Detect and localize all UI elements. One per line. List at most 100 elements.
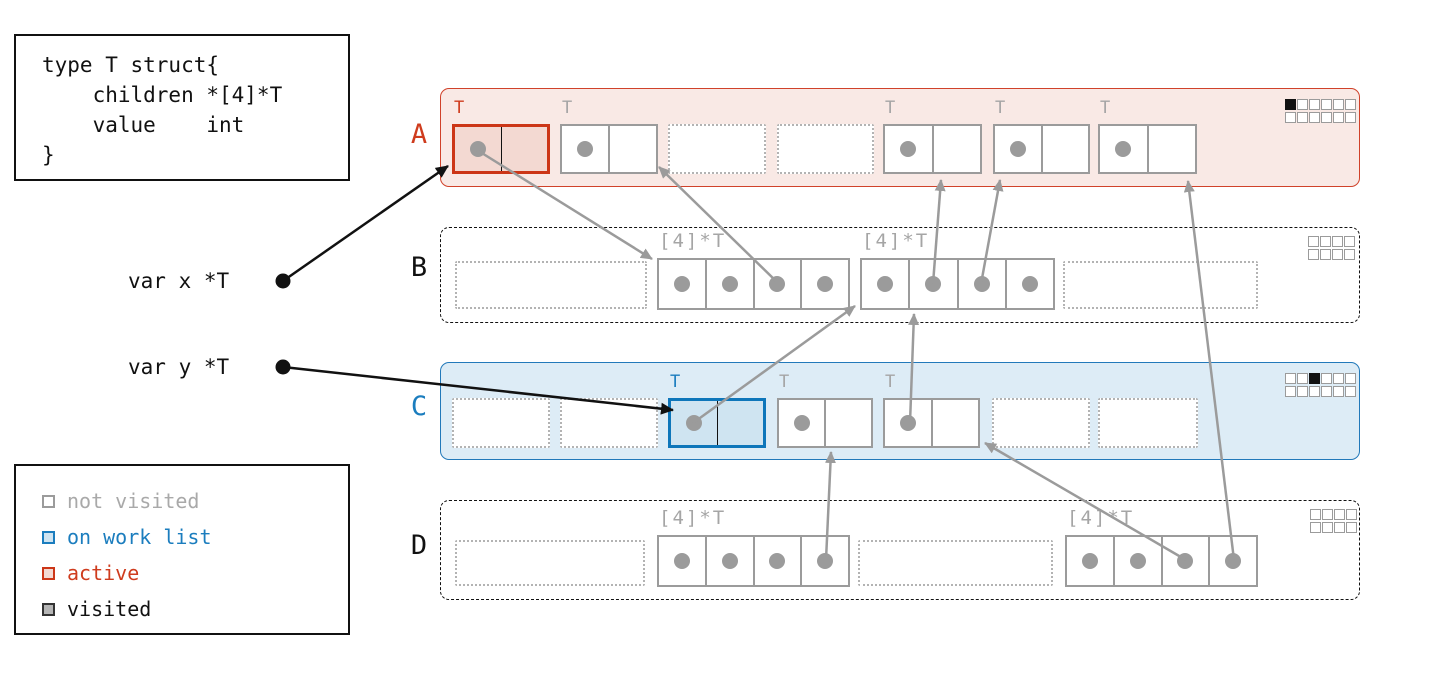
pointer-dot [469, 141, 486, 157]
region-d-pointer-array [1065, 535, 1258, 587]
bitmap-row [1285, 99, 1356, 110]
array-cell [659, 537, 705, 585]
region-a-free-slot [777, 124, 874, 174]
region-b-mark-bitmap [1308, 236, 1355, 260]
region-c-free-slot [992, 398, 1090, 448]
pointer-dot [721, 276, 738, 292]
array-cell [704, 537, 753, 585]
bitmap-bit [1285, 112, 1296, 123]
array-cell [862, 260, 908, 308]
bitmap-bit [1297, 99, 1308, 110]
code-line: children *[4]*T [42, 83, 283, 107]
region-c-mark-bitmap [1285, 373, 1356, 397]
array-cell [752, 537, 801, 585]
pointer-dot [817, 553, 834, 569]
bitmap-bit-set [1309, 373, 1320, 384]
visited-swatch-icon [42, 602, 55, 616]
active-swatch-icon [42, 566, 55, 580]
region-a-object-visited [993, 124, 1090, 174]
pointer-dot [577, 141, 593, 157]
legend-label: visited [67, 597, 152, 621]
on-work-list-swatch-icon [42, 530, 55, 544]
pointer-var-dot [275, 359, 291, 375]
pointer-dot [1021, 276, 1038, 292]
bitmap-bit [1345, 99, 1356, 110]
array-cell [1208, 537, 1256, 585]
region-d-label: D [410, 530, 428, 561]
region-b-array-type-label: [4]*T [659, 230, 727, 252]
region-b-free-slot [1063, 261, 1258, 309]
pointer-dot [1225, 553, 1242, 569]
bitmap-bit [1285, 386, 1296, 397]
region-b-free-slot [455, 261, 647, 309]
not-visited-swatch-icon [42, 494, 55, 508]
bitmap-row [1285, 386, 1356, 397]
bitmap-bit [1297, 112, 1308, 123]
children-pointer-field [671, 401, 718, 445]
bitmap-bit [1322, 522, 1333, 533]
children-pointer-field [885, 400, 933, 446]
legend-label: active [67, 561, 140, 585]
array-cell [1004, 260, 1053, 308]
var-x-label: var x *T [128, 269, 230, 293]
bitmap-bit [1344, 236, 1355, 247]
region-b-pointer-array [657, 258, 850, 310]
pointer-dot [769, 553, 786, 569]
bitmap-bit [1345, 386, 1356, 397]
array-cell [659, 260, 705, 308]
bitmap-bit [1321, 386, 1332, 397]
region-a-object-active [452, 124, 550, 174]
children-pointer-field [885, 126, 934, 172]
region-c-free-slot [560, 398, 658, 448]
legend: not visited on work list active visited [14, 464, 350, 635]
pointer-dot [685, 415, 702, 431]
array-cell [704, 260, 753, 308]
bitmap-bit [1334, 509, 1345, 520]
region-c-object-visited [883, 398, 980, 448]
bitmap-bit [1320, 249, 1331, 260]
region-d-pointer-array [657, 535, 850, 587]
region-a-object-visited [1098, 124, 1197, 174]
struct-definition-box: type T struct{ children *[4]*T value int… [14, 34, 350, 181]
bitmap-bit-set [1285, 99, 1296, 110]
code-line: type T struct{ [42, 53, 220, 77]
region-c-t-label: T [779, 372, 790, 392]
bitmap-bit [1345, 112, 1356, 123]
bitmap-bit [1346, 522, 1357, 533]
pointer-dot [1081, 553, 1098, 569]
children-pointer-field [995, 126, 1043, 172]
pointer-dot [1115, 141, 1132, 157]
bitmap-bit [1333, 112, 1344, 123]
region-a-label: A [410, 119, 428, 150]
region-c-object-visited [777, 398, 873, 448]
region-a-t-label: T [454, 98, 465, 118]
region-a-object-visited [560, 124, 658, 174]
bitmap-bit [1297, 386, 1308, 397]
pointer-dot [877, 276, 894, 292]
pointer-dot [673, 553, 690, 569]
children-pointer-field [1100, 126, 1149, 172]
bitmap-bit [1321, 373, 1332, 384]
array-cell [1112, 537, 1161, 585]
pointer-dot [1009, 141, 1026, 157]
pointer-dot [925, 276, 942, 292]
bitmap-row [1285, 112, 1356, 123]
bitmap-bit [1332, 236, 1343, 247]
region-c-free-slot [1098, 398, 1198, 448]
code-line: value int [42, 113, 245, 137]
legend-item-active: active [42, 555, 348, 591]
region-b-label: B [410, 252, 428, 283]
bitmap-bit [1321, 99, 1332, 110]
region-c-object-worklist [668, 398, 766, 448]
var-y-label: var y *T [128, 355, 230, 379]
bitmap-bit [1334, 522, 1345, 533]
pointer-dot [793, 415, 810, 431]
region-d-mark-bitmap [1310, 509, 1357, 533]
pointer-dot [1129, 553, 1146, 569]
region-a-t-label: T [995, 98, 1006, 118]
bitmap-row [1308, 249, 1355, 260]
pointer-var-dot [275, 273, 291, 289]
region-c-t-label: T [670, 372, 681, 392]
bitmap-bit [1321, 112, 1332, 123]
